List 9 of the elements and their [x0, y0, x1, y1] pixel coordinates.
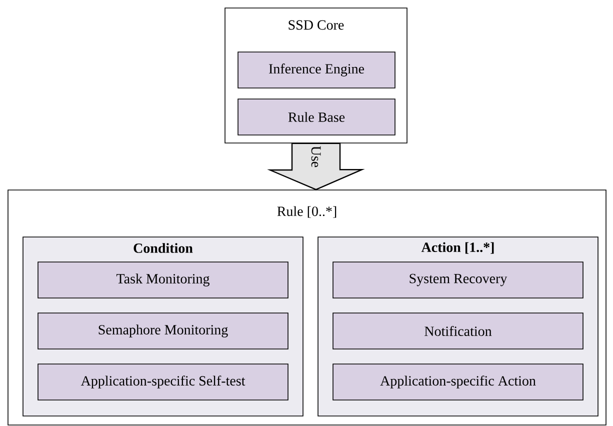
block-arrow — [267, 142, 365, 190]
item-box: Notification — [332, 312, 584, 350]
item-box: Inference Engine — [238, 52, 396, 88]
item-box: Application-specific Self-test — [38, 364, 288, 400]
item-box: Task Monitoring — [38, 262, 288, 298]
item-box: Application-specific Action — [332, 364, 584, 400]
item-box: System Recovery — [332, 262, 584, 298]
item-box: Rule Base — [238, 98, 396, 136]
item-box: Semaphore Monitoring — [38, 312, 288, 350]
